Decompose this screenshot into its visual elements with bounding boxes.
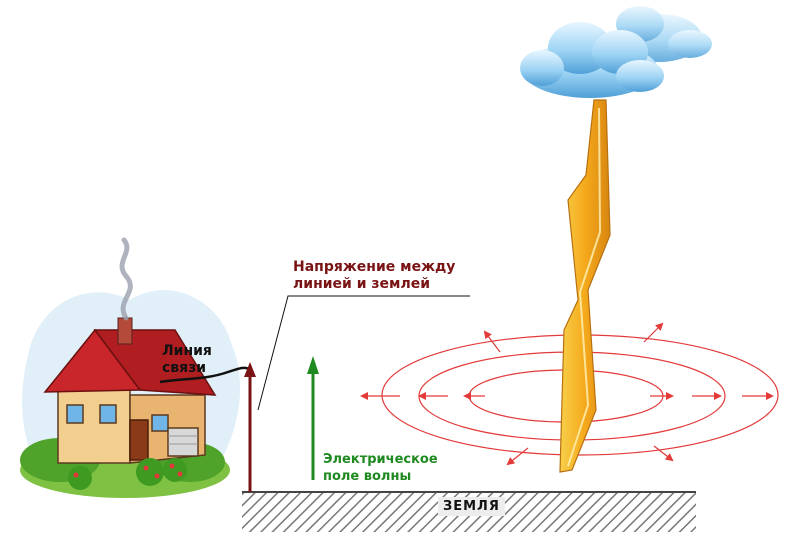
voltage-arrow <box>244 362 256 492</box>
voltage-label-leader <box>257 295 470 411</box>
field-label: Электрическое поле волны <box>323 451 438 485</box>
house-icon <box>20 237 241 498</box>
ground-label: ЗЕМЛЯ <box>438 497 505 516</box>
field-arrow <box>307 356 319 480</box>
communication-line <box>159 366 251 384</box>
voltage-label: Напряжение между линией и землей <box>293 259 455 293</box>
field-direction-arrows <box>360 322 774 466</box>
communication-line-label-line-1: Линия <box>162 343 212 359</box>
cloud-icon <box>520 6 712 98</box>
field-label-line-1: Электрическое <box>323 452 438 467</box>
lightning-bolt-icon <box>559 99 611 473</box>
communication-line-label: Линия связи <box>162 343 212 377</box>
voltage-label-line-2: линией и землей <box>293 276 431 292</box>
voltage-label-line-1: Напряжение между <box>293 259 456 275</box>
field-label-line-2: поле волны <box>323 469 412 484</box>
communication-line-label-line-2: связи <box>162 360 207 376</box>
